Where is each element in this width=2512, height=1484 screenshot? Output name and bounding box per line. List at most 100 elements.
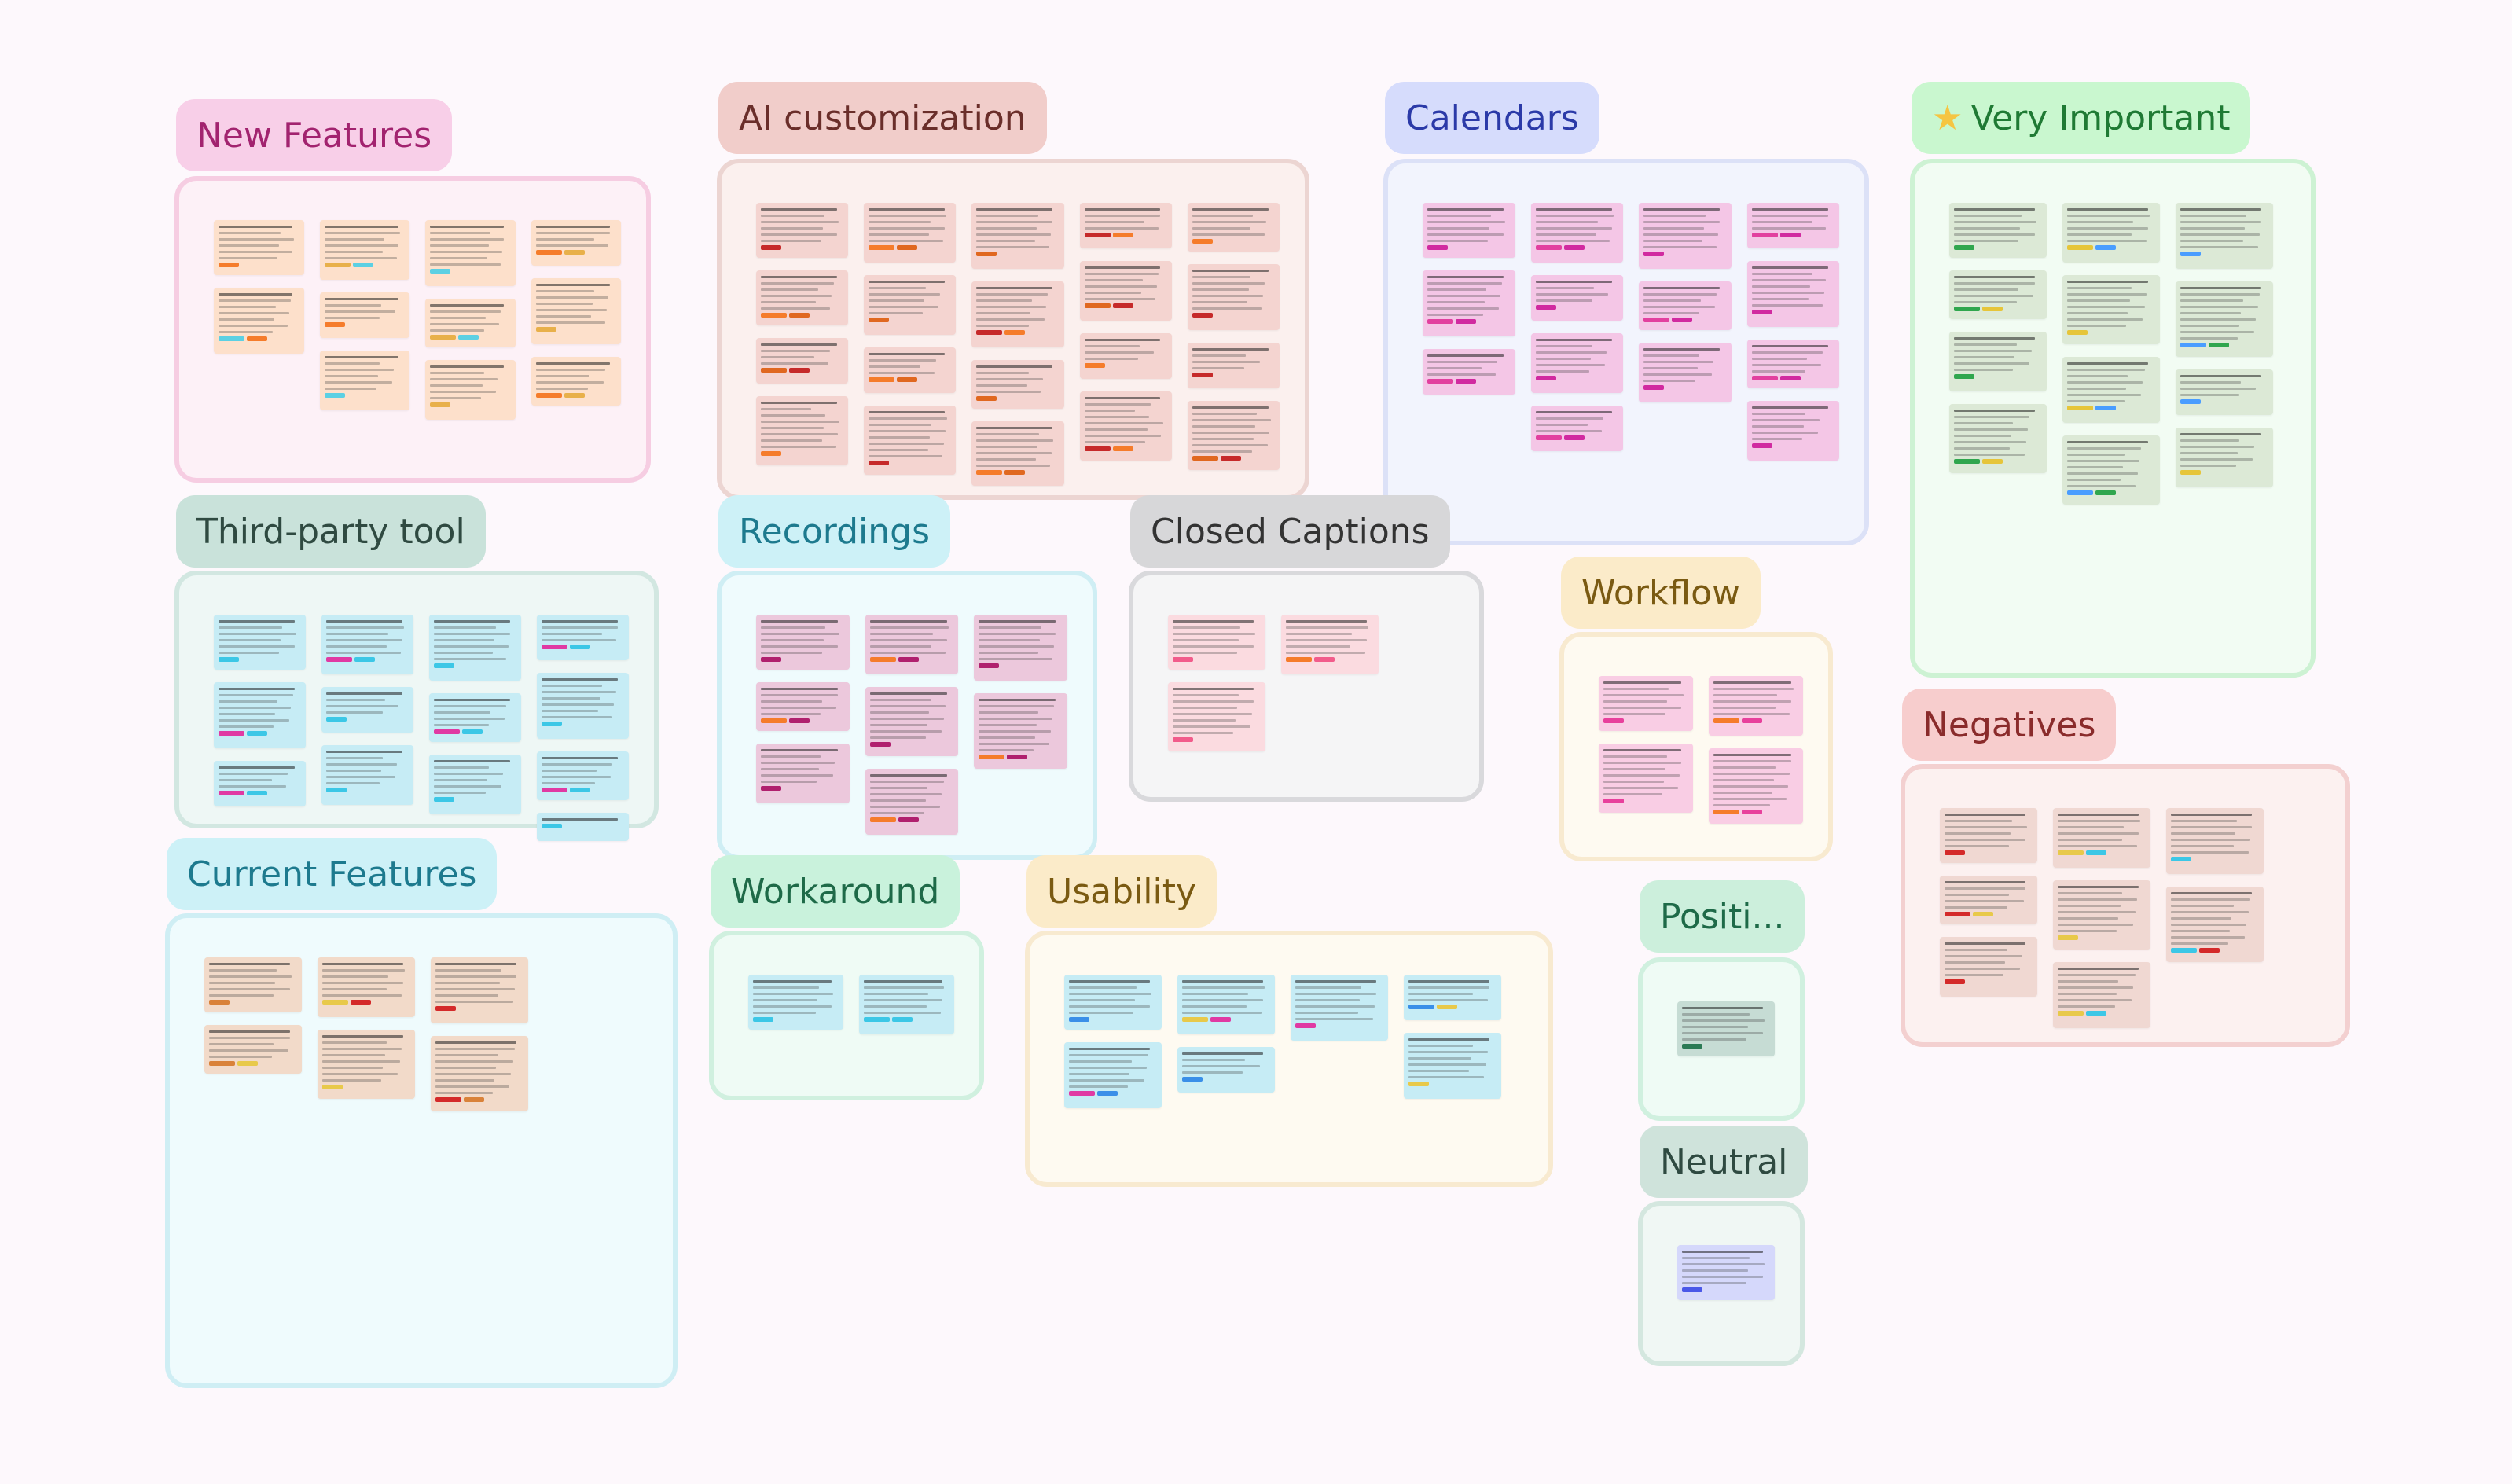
group-box-ai-customization[interactable]: [717, 159, 1309, 500]
sticky-note[interactable]: [1177, 975, 1275, 1034]
sticky-note[interactable]: [864, 275, 957, 335]
sticky-note[interactable]: [756, 270, 849, 325]
sticky-note[interactable]: [1677, 1001, 1775, 1056]
sticky-note[interactable]: [431, 1036, 528, 1111]
sticky-note[interactable]: [859, 975, 954, 1034]
sticky-note[interactable]: [425, 220, 516, 286]
sticky-note[interactable]: [1404, 975, 1501, 1020]
sticky-note[interactable]: [756, 338, 849, 384]
sticky-note[interactable]: [1187, 264, 1280, 330]
sticky-note[interactable]: [756, 203, 849, 258]
group-box-closed-captions[interactable]: [1129, 571, 1484, 802]
sticky-note[interactable]: [425, 299, 516, 347]
sticky-note[interactable]: [865, 615, 959, 674]
sticky-note[interactable]: [1187, 203, 1280, 252]
sticky-note[interactable]: [756, 744, 850, 803]
sticky-note[interactable]: [531, 357, 621, 406]
sticky-note[interactable]: [321, 687, 413, 733]
sticky-note[interactable]: [214, 761, 306, 806]
group-box-positive[interactable]: [1638, 957, 1805, 1121]
sticky-note[interactable]: [425, 360, 516, 420]
sticky-note[interactable]: [1940, 876, 2037, 924]
sticky-note[interactable]: [1423, 270, 1515, 336]
group-label-third-party-tool[interactable]: Third-party tool: [176, 495, 486, 568]
sticky-note[interactable]: [214, 288, 304, 354]
sticky-note[interactable]: [1177, 1047, 1275, 1093]
sticky-note[interactable]: [2176, 428, 2273, 487]
sticky-note[interactable]: [1639, 343, 1732, 402]
sticky-note[interactable]: [431, 957, 528, 1023]
sticky-note[interactable]: [1168, 682, 1265, 751]
sticky-note[interactable]: [1940, 937, 2037, 997]
group-label-workflow[interactable]: Workflow: [1561, 556, 1761, 629]
sticky-note[interactable]: [1639, 281, 1732, 330]
sticky-note[interactable]: [1746, 203, 1839, 248]
sticky-note[interactable]: [1949, 332, 2047, 391]
sticky-note[interactable]: [748, 975, 843, 1030]
sticky-note[interactable]: [318, 957, 415, 1017]
sticky-note[interactable]: [1079, 333, 1172, 379]
sticky-note[interactable]: [1281, 615, 1379, 674]
group-label-calendars[interactable]: Calendars: [1385, 82, 1599, 154]
sticky-note[interactable]: [1423, 349, 1515, 395]
sticky-note[interactable]: [214, 615, 306, 670]
sticky-note[interactable]: [2062, 435, 2160, 505]
group-label-neutral[interactable]: Neutral: [1640, 1126, 1809, 1198]
sticky-note[interactable]: [974, 693, 1067, 769]
sticky-note[interactable]: [2176, 203, 2273, 269]
sticky-note[interactable]: [2053, 962, 2150, 1028]
group-box-third-party-tool[interactable]: [174, 571, 659, 841]
sticky-note[interactable]: [537, 751, 629, 800]
group-label-recordings[interactable]: Recordings: [718, 495, 950, 568]
sticky-note[interactable]: [319, 292, 409, 338]
sticky-note[interactable]: [2166, 808, 2264, 874]
group-box-neutral[interactable]: [1638, 1201, 1805, 1366]
group-box-new-features[interactable]: [174, 176, 651, 483]
sticky-note[interactable]: [1949, 203, 2047, 258]
sticky-note[interactable]: [1599, 744, 1693, 813]
sticky-note[interactable]: [1530, 275, 1623, 321]
sticky-note[interactable]: [1949, 270, 2047, 319]
sticky-note[interactable]: [2176, 281, 2273, 357]
sticky-note[interactable]: [1746, 401, 1839, 461]
sticky-note[interactable]: [1423, 203, 1515, 258]
group-label-workaround[interactable]: Workaround: [711, 855, 960, 928]
sticky-note[interactable]: [319, 351, 409, 410]
group-label-closed-captions[interactable]: Closed Captions: [1130, 495, 1450, 568]
sticky-note[interactable]: [1639, 203, 1732, 269]
sticky-note[interactable]: [537, 673, 629, 739]
sticky-note[interactable]: [318, 1030, 415, 1099]
group-box-recordings[interactable]: [717, 571, 1097, 860]
sticky-note[interactable]: [756, 396, 849, 465]
sticky-note[interactable]: [1599, 676, 1693, 731]
sticky-note[interactable]: [864, 347, 957, 393]
group-box-calendars[interactable]: [1383, 159, 1869, 545]
sticky-note[interactable]: [1064, 1042, 1162, 1108]
sticky-note[interactable]: [321, 615, 413, 674]
sticky-note[interactable]: [1079, 203, 1172, 248]
sticky-note[interactable]: [756, 615, 850, 670]
sticky-note[interactable]: [1746, 261, 1839, 327]
sticky-note[interactable]: [1949, 404, 2047, 473]
sticky-note[interactable]: [214, 220, 304, 275]
sticky-note[interactable]: [1709, 748, 1803, 824]
sticky-note[interactable]: [429, 755, 521, 814]
sticky-note[interactable]: [319, 220, 409, 280]
group-label-ai-customization[interactable]: AI customization: [718, 82, 1047, 154]
sticky-note[interactable]: [1677, 1245, 1775, 1300]
sticky-note[interactable]: [1168, 615, 1265, 670]
sticky-note[interactable]: [1530, 406, 1623, 451]
sticky-note[interactable]: [2062, 203, 2160, 263]
sticky-note[interactable]: [429, 693, 521, 742]
group-label-negatives[interactable]: Negatives: [1902, 689, 2117, 761]
sticky-note[interactable]: [2062, 275, 2160, 344]
sticky-note[interactable]: [756, 682, 850, 731]
group-label-very-important[interactable]: ★ Very Important: [1912, 82, 2251, 154]
group-box-workflow[interactable]: [1559, 632, 1833, 861]
sticky-note[interactable]: [429, 615, 521, 681]
sticky-note[interactable]: [865, 769, 959, 835]
sticky-note[interactable]: [2062, 357, 2160, 423]
sticky-note[interactable]: [1079, 391, 1172, 461]
group-box-negatives[interactable]: [1901, 764, 2350, 1047]
